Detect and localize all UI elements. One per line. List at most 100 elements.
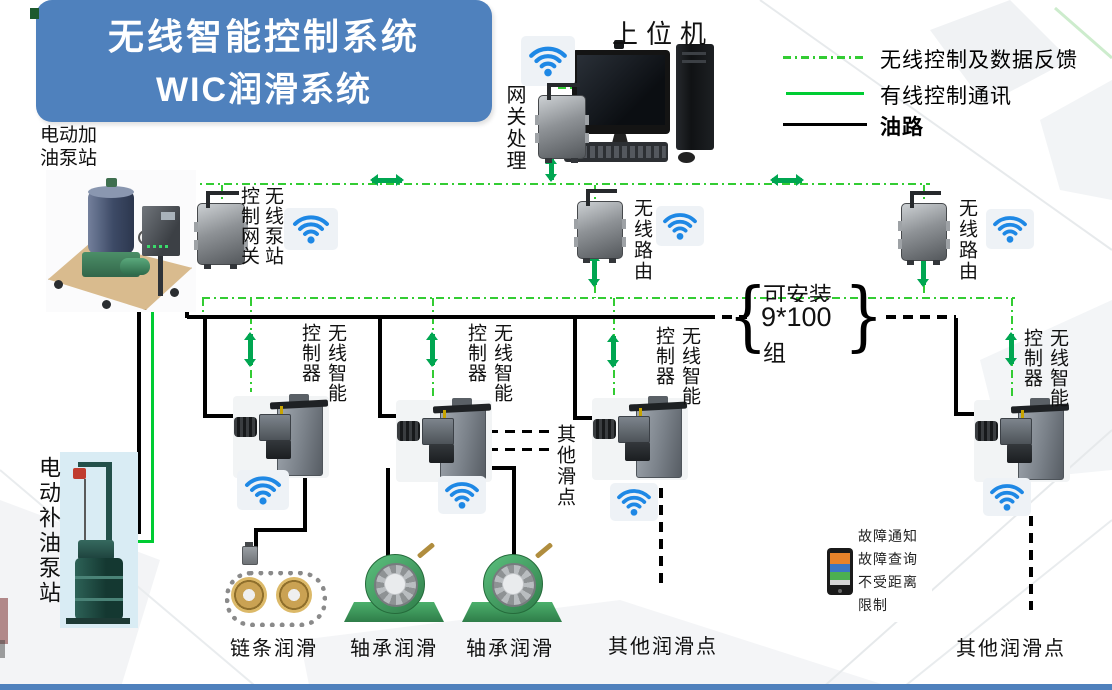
other-lube-points-label: 其他润滑点: [608, 636, 718, 658]
wireless-stub-gateway: [221, 185, 223, 205]
double-arrow-icon: [607, 334, 619, 368]
other-lube-points-label: 其他润滑点: [956, 638, 1066, 660]
monitor-screen: [577, 55, 665, 125]
wifi-icon: [237, 470, 289, 510]
oil-c1-out-v: [303, 474, 307, 532]
oil-drum: [75, 558, 123, 620]
legend-label-wireless: 无线控制及数据反馈: [880, 48, 1078, 72]
fault-line3: 不受距离: [858, 576, 918, 591]
wireless-bus-top: [188, 183, 930, 185]
oil-dashed-other-points-2: [488, 448, 550, 451]
controller-label: 无线智能控制器: [465, 323, 512, 403]
router-device: [898, 191, 950, 265]
bearing-lube-label: 轴承润滑: [350, 638, 438, 660]
controller-label: 无线智能控制器: [653, 326, 700, 406]
router-device: [574, 189, 626, 263]
capacity-note-line2: 9*100: [761, 302, 832, 333]
fill-pump-label-line1: 电动加: [40, 125, 98, 146]
oil-drop-c4: [954, 318, 958, 416]
oil-line-refill-vertical: [137, 310, 141, 534]
fault-line2: 故障查询: [858, 553, 918, 568]
keyboard: [564, 142, 668, 162]
controller-label: 无线智能控制器: [299, 323, 346, 403]
legend-label-oil: 油路: [880, 115, 924, 139]
title-line1: 无线智能控制系统: [107, 16, 420, 57]
legend-swatch-wired: [786, 92, 864, 95]
oil-into-c3: [573, 416, 603, 420]
phone-icon: [827, 548, 853, 595]
fill-pump-label: 电动加油泵站: [40, 124, 97, 170]
oil-c2-to-bearing2: [512, 466, 516, 556]
double-arrow-icon: [244, 332, 256, 367]
wifi-icon: [438, 476, 486, 514]
chain-lube-label: 链条润滑: [230, 638, 318, 660]
controller-device: [974, 394, 1070, 482]
oil-c1-to-chain: [254, 528, 258, 556]
title-line2: WIC润滑系统: [155, 71, 373, 109]
wireless-stub-router-right: [923, 185, 925, 207]
oil-dashed-right: [886, 315, 956, 319]
refill-pump-station-image: [60, 452, 138, 628]
wifi-icon: [521, 36, 575, 86]
legend-label-wired: 有线控制通讯: [880, 84, 1012, 108]
other-slide-points-label: 其他滑点: [554, 424, 575, 508]
capacity-note-line3: 组: [763, 341, 786, 366]
controller-device: [396, 394, 492, 482]
wireless-stub-router-mid: [594, 185, 596, 202]
oil-c2-to-bearing1: [386, 468, 390, 556]
oil-into-c2: [378, 414, 410, 418]
pump-motor: [120, 258, 150, 275]
monitor-stand: [612, 134, 628, 143]
wireless-stub-left: [202, 298, 204, 312]
refill-pump-head: [78, 540, 114, 560]
pump-gateway-device: [194, 191, 248, 269]
double-arrow-icon: [588, 253, 600, 287]
chain-image: [224, 542, 327, 627]
wifi-icon: [284, 208, 338, 250]
oil-dashed-other-points-1: [488, 430, 550, 433]
controller-device: [233, 390, 329, 478]
fill-pump-station-image: [46, 170, 196, 312]
fault-info-box: 故障通知 故障查询 不受距离 限制: [820, 520, 932, 622]
wifi-icon: [986, 209, 1034, 249]
slide-bullet-mark: [30, 8, 39, 19]
webcam-icon: [614, 40, 624, 49]
oil-drop-c3: [573, 318, 577, 420]
double-arrow-icon: [770, 174, 804, 186]
brace-left: {: [728, 270, 768, 360]
oil-dashed-c3-down: [659, 488, 663, 588]
wifi-icon: [656, 206, 704, 246]
double-arrow-icon: [370, 174, 404, 186]
oil-c1-out-h: [254, 528, 307, 532]
fault-line1: 故障通知: [858, 530, 918, 545]
fill-pump-label-line2: 油泵站: [40, 148, 98, 169]
bearing-image: [344, 542, 444, 622]
gateway-device: [535, 83, 589, 163]
oil-into-c4: [954, 412, 986, 416]
wifi-icon: [983, 478, 1031, 516]
wireless-stub-host: [558, 87, 582, 89]
router-label: 无线路由: [631, 198, 652, 282]
wired-line-vertical: [151, 310, 154, 543]
bearing-image: [462, 542, 562, 622]
controller-device: [592, 392, 688, 480]
bearing-lube-label: 轴承润滑: [466, 638, 554, 660]
title-banner: 无线智能控制系统 WIC润滑系统: [36, 0, 492, 122]
brace-right: }: [844, 270, 884, 360]
slide-bottom-bar: [0, 684, 1112, 690]
oil-drop-c2: [378, 318, 382, 418]
control-cabinet: [142, 206, 180, 256]
legend-swatch-wireless: [783, 56, 865, 59]
gateway-processing-label: 网关处理: [503, 84, 525, 172]
oil-main-line: [187, 315, 705, 319]
oil-dashed-left: [705, 315, 747, 319]
grease-reservoir: [88, 186, 134, 254]
double-arrow-icon: [1005, 332, 1017, 366]
host-computer-label: 上位机: [612, 20, 715, 49]
pc-tower: [676, 44, 714, 150]
mouse: [678, 152, 695, 163]
oil-dashed-c4-down: [1029, 516, 1033, 610]
double-arrow-icon: [426, 332, 438, 367]
controller-label: 无线智能控制器: [1021, 328, 1068, 408]
